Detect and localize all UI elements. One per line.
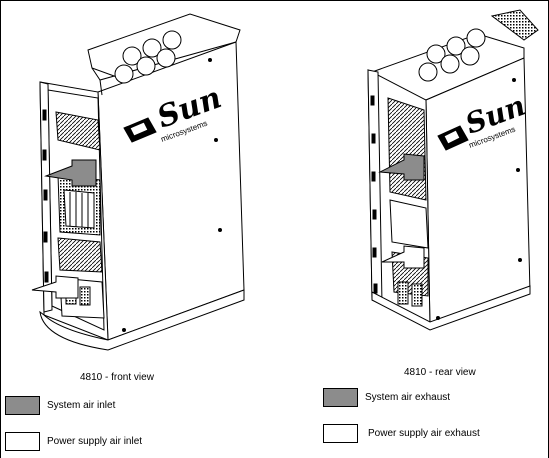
rear-fan [466,28,486,48]
front-view-server: Sun microsystems [31,13,245,351]
rear-system-exhaust-arrow [378,153,425,181]
front-fan [122,46,142,66]
rear-base [371,285,531,331]
rear-fan [446,36,466,56]
rear-view-server: Sun microsystems [367,9,539,331]
front-fan [156,48,176,68]
front-fan [114,64,134,84]
system-inlet-label: System air inlet [47,400,116,411]
rear-fan [426,44,446,64]
psu-exhaust-swatch [323,424,358,443]
psu-inlet-label: Power supply air inlet [47,436,143,447]
rear-view-caption: 4810 - rear view [404,367,476,378]
rear-fan [418,62,438,82]
system-inlet-swatch [5,396,40,415]
front-fan [142,38,162,58]
rear-vent-panel [387,97,427,201]
front-view-caption: 4810 - front view [80,372,154,383]
front-base [39,289,245,351]
psu-exhaust-label: Power supply air exhaust [368,428,480,439]
rear-psu-module [411,283,423,307]
rear-fan [440,54,460,74]
rear-fan [460,46,480,66]
rear-psu-exhaust-arrow [381,245,425,269]
front-side-panel [97,41,245,341]
front-psu-inlet-arrow [31,275,79,299]
system-exhaust-label: System air exhaust [365,392,451,403]
front-fan [162,30,182,50]
front-fan [136,56,156,76]
front-sun-logo [123,117,157,143]
frame-left [0,0,1,458]
psu-inlet-swatch [5,432,40,451]
rear-psu-module [397,281,409,305]
system-exhaust-swatch [323,388,358,407]
rear-sun-logo [437,125,469,151]
front-system-inlet-arrow [44,159,97,187]
frame-top [0,0,549,1]
